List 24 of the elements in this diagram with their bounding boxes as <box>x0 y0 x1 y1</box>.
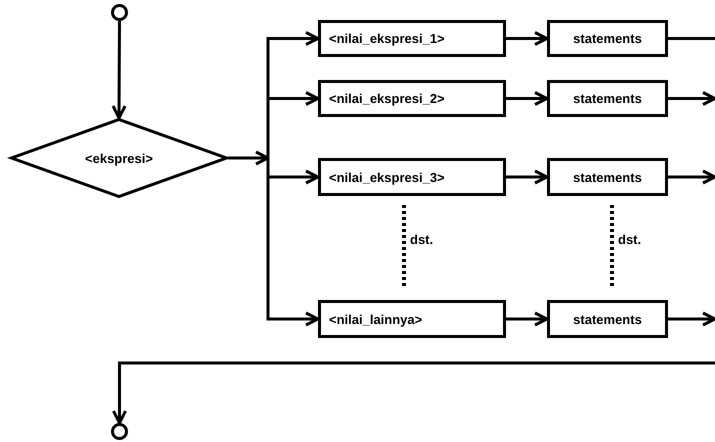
ellipsis-label: dst. <box>618 232 642 247</box>
arrow <box>668 312 715 326</box>
arrow <box>668 170 715 184</box>
arrow <box>506 170 548 184</box>
node-text: <ekspresi> <box>85 150 153 166</box>
process-box: <nilai_ekspresi_3> <box>318 158 506 196</box>
ellipsis-label: dst. <box>410 232 434 247</box>
process-box: <nilai_ekspresi_1> <box>318 20 506 57</box>
arrow <box>228 150 270 166</box>
process-box: statements <box>547 158 668 196</box>
arrow <box>506 31 548 46</box>
process-box: <nilai_ekspresi_2> <box>318 80 506 117</box>
terminal-circle <box>111 423 128 440</box>
process-box: statements <box>547 80 668 117</box>
arrow <box>112 20 127 120</box>
arrow <box>266 91 320 158</box>
process-box: <nilai_lainnya> <box>318 300 506 338</box>
terminal-circle <box>111 4 128 21</box>
process-box: statements <box>547 300 668 338</box>
arrow <box>112 362 715 424</box>
process-box: statements <box>547 20 668 57</box>
arrow <box>668 91 715 106</box>
arrow <box>506 312 548 326</box>
arrow <box>506 91 548 106</box>
